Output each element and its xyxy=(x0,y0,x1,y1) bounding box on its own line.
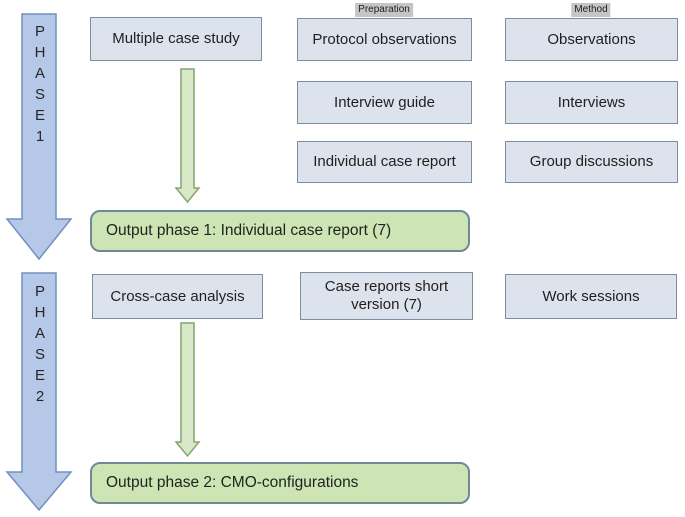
box-protocol-observations: Protocol observations xyxy=(297,18,472,61)
column-header-method: Method xyxy=(571,3,611,17)
phase-2-arrow xyxy=(5,272,73,512)
box-multiple-case-study: Multiple case study xyxy=(90,17,262,61)
phase-1-label: P H A S E 1 xyxy=(34,23,46,145)
box-observations: Observations xyxy=(505,18,678,61)
phase-1-flow-arrow xyxy=(174,68,201,204)
phase-2-flow-arrow xyxy=(174,322,201,458)
box-interviews: Interviews xyxy=(505,81,678,124)
phase-2-label: P H A S E 2 xyxy=(34,283,46,405)
box-work-sessions: Work sessions xyxy=(505,274,677,319)
box-cross-case-analysis: Cross-case analysis xyxy=(92,274,263,319)
output-phase-1: Output phase 1: Individual case report (… xyxy=(90,210,470,252)
box-group-discussions: Group discussions xyxy=(505,141,678,183)
box-case-reports-short-version: Case reports short version (7) xyxy=(300,272,473,320)
box-individual-case-report: Individual case report xyxy=(297,141,472,183)
column-header-preparation: Preparation xyxy=(355,3,413,17)
box-interview-guide: Interview guide xyxy=(297,81,472,124)
output-phase-2: Output phase 2: CMO-configurations xyxy=(90,462,470,504)
phase-1-arrow xyxy=(5,13,73,261)
